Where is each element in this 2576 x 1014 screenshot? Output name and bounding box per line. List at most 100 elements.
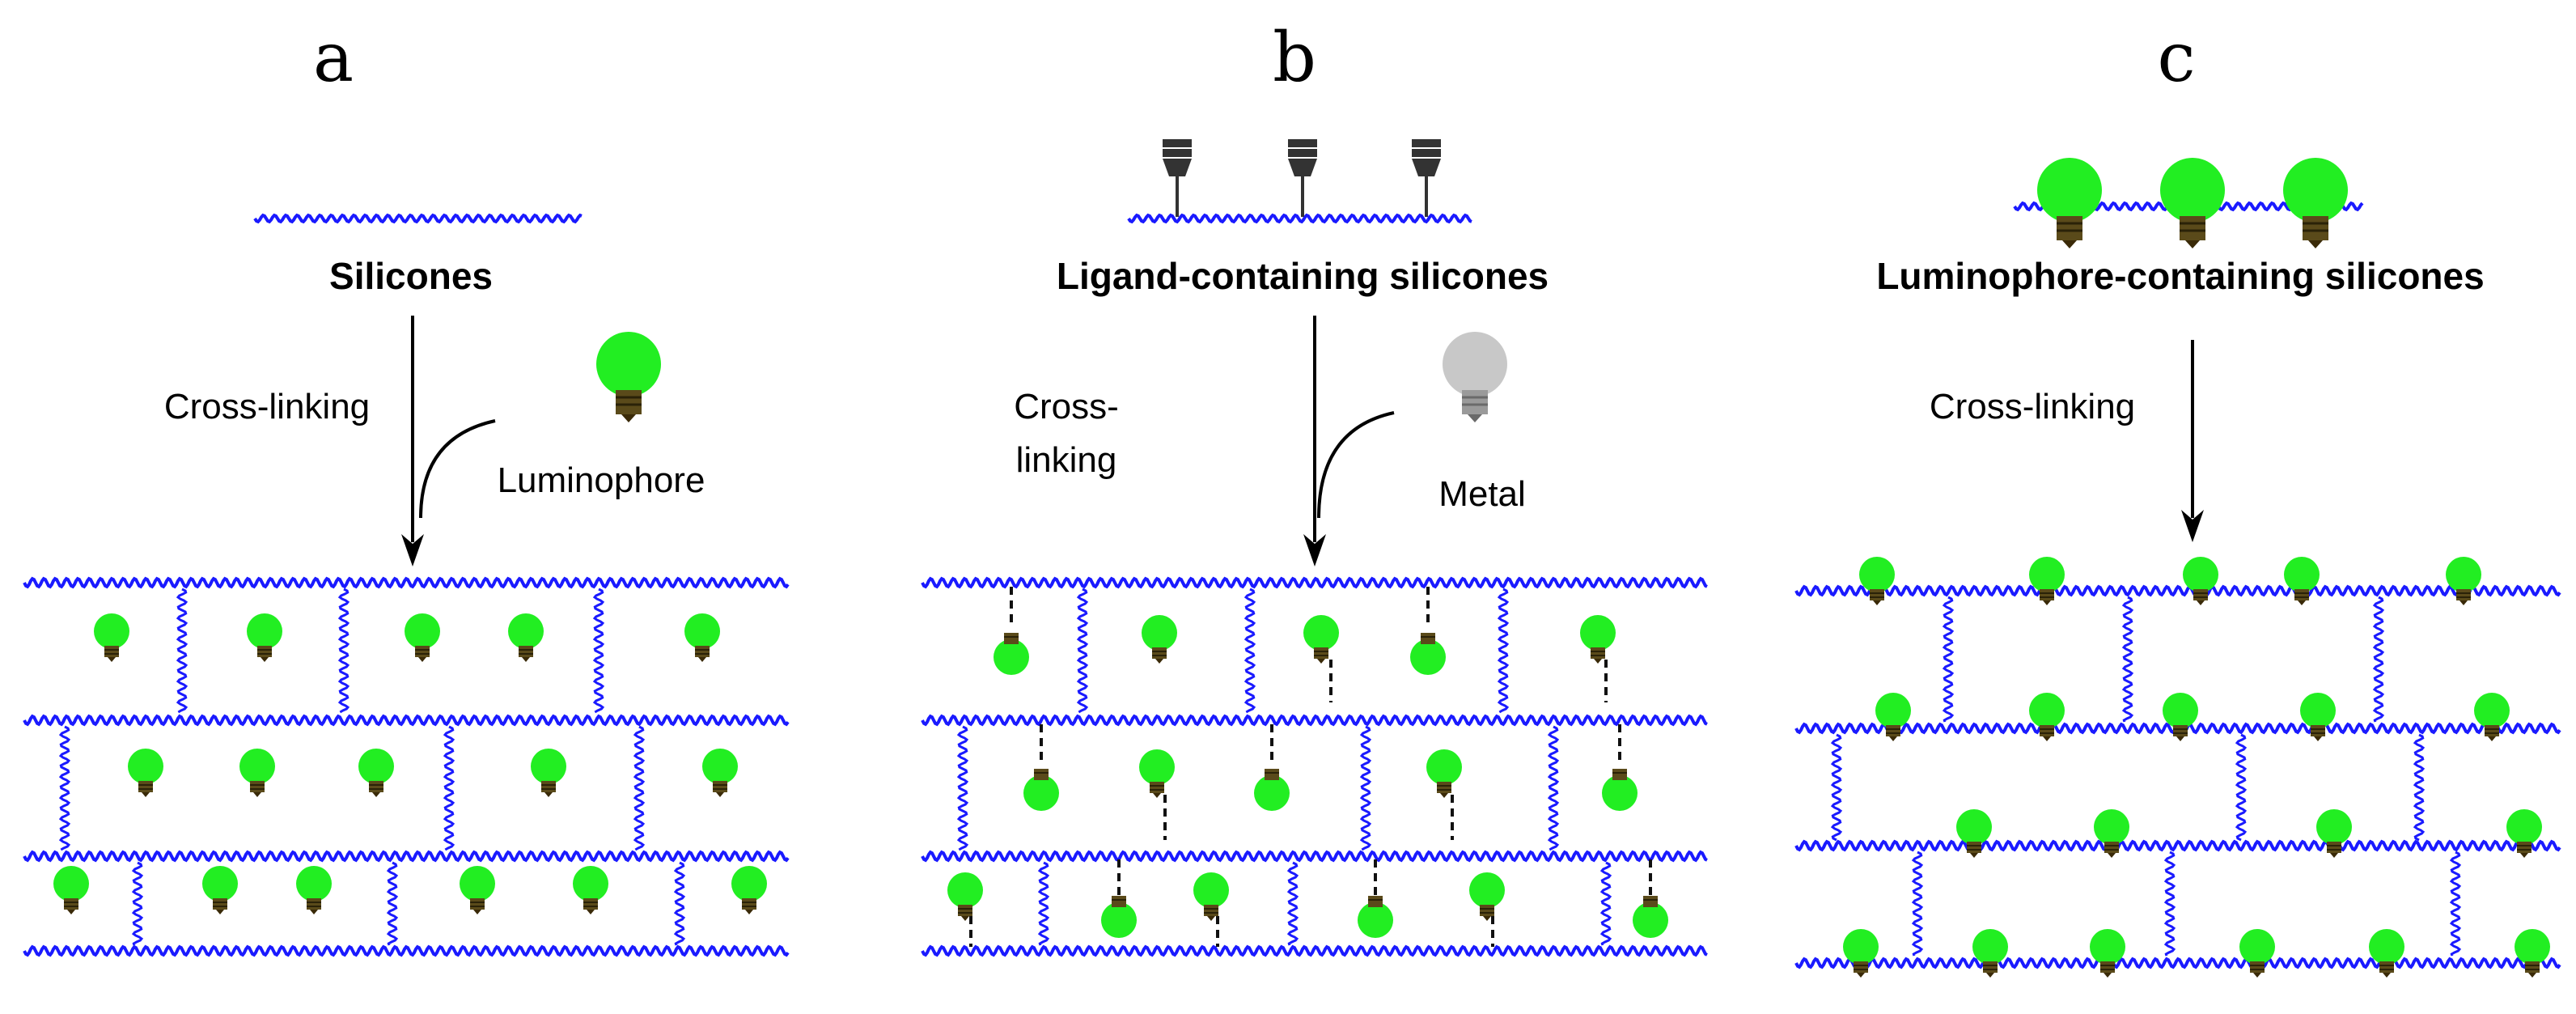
- cross-link: [2121, 596, 2134, 723]
- ligand-socket-icon: [1286, 138, 1319, 218]
- silicone-chain: [921, 576, 1708, 589]
- cross-link: [1497, 588, 1510, 714]
- light-bulb-icon: [1357, 895, 1394, 939]
- light-bulb-icon: [127, 748, 164, 798]
- silicone-chain: [921, 944, 1708, 957]
- light-bulb-icon: [1100, 895, 1138, 939]
- panel-letter-c: c: [2157, 18, 2195, 97]
- arrow-head: [1303, 534, 1326, 566]
- cross-link: [1547, 725, 1560, 851]
- light-bulb-icon: [1141, 614, 1178, 664]
- light-bulb-icon: [239, 748, 276, 798]
- ligand-socket-icon: [1161, 138, 1193, 218]
- silicone-chain: [1794, 839, 2561, 852]
- cross-linking-label: Cross-linking: [1930, 387, 2135, 426]
- light-bulb-icon: [404, 613, 441, 663]
- light-bulb-icon: [295, 865, 333, 915]
- cross-linking-label: Cross-linking: [164, 387, 370, 426]
- light-bulb-icon: [1875, 692, 1912, 742]
- light-bulb-icon: [1303, 614, 1340, 664]
- light-bulb-icon: [1253, 768, 1290, 812]
- cross-link: [1286, 861, 1299, 946]
- arrow-head: [2181, 510, 2204, 542]
- light-bulb-icon: [1468, 872, 1506, 922]
- cross-link: [2449, 851, 2462, 957]
- reagent-curve: [419, 419, 496, 519]
- light-bulb-icon: [2283, 556, 2320, 606]
- ligand-silicones-title: Ligand-containing silicones: [1057, 255, 1549, 297]
- light-bulb-icon: [459, 865, 496, 915]
- silicone-chain: [253, 213, 583, 224]
- luminophore-label: Luminophore: [498, 460, 705, 500]
- light-bulb-icon: [2162, 692, 2199, 742]
- light-bulb-icon: [53, 865, 90, 915]
- cross-link: [1599, 861, 1612, 946]
- cross-link: [1359, 725, 1372, 851]
- light-bulb-icon: [701, 748, 739, 798]
- cross-link: [1244, 588, 1256, 714]
- cross-link: [2235, 733, 2248, 842]
- silicone-chain: [23, 714, 790, 727]
- light-bulb-icon: [1972, 928, 2009, 978]
- silicone-chain: [23, 850, 790, 863]
- cross-link: [443, 725, 455, 851]
- light-bulb-icon: [2445, 556, 2482, 606]
- silicone-chain: [1794, 957, 2561, 969]
- light-bulb-icon: [2089, 928, 2126, 978]
- cross-link: [337, 588, 350, 714]
- cross-link: [1942, 596, 1955, 723]
- light-bulb-icon: [1426, 749, 1463, 799]
- light-bulb-icon: [1138, 749, 1176, 799]
- light-bulb-icon: [1601, 768, 1638, 812]
- light-bulb-icon: [358, 748, 395, 798]
- light-bulb-icon: [731, 865, 768, 915]
- silicone-chain: [921, 714, 1708, 727]
- light-bulb-icon: [1409, 632, 1447, 676]
- cross-link: [2163, 851, 2176, 957]
- light-bulb-icon: [201, 865, 239, 915]
- grey-light-bulb-icon: [1441, 330, 1509, 424]
- cross-link: [176, 588, 189, 714]
- cross-link: [1830, 733, 1843, 842]
- cross-link: [633, 725, 646, 851]
- cross-link: [131, 861, 144, 946]
- cross-link: [673, 861, 686, 946]
- light-bulb-icon: [530, 748, 567, 798]
- cross-link: [1076, 588, 1089, 714]
- panel-letter-b: b: [1273, 18, 1316, 97]
- ligand-socket-icon: [1410, 138, 1443, 218]
- light-bulb-icon: [2368, 928, 2405, 978]
- light-bulb-icon: [2159, 156, 2226, 250]
- light-bulb-icon: [1579, 614, 1616, 664]
- light-bulb-icon: [1955, 808, 1993, 859]
- cross-link: [592, 588, 605, 714]
- cross-link: [2413, 733, 2426, 842]
- cross-link: [386, 861, 399, 946]
- silicone-chain: [1794, 584, 2561, 597]
- light-bulb-icon: [2239, 928, 2276, 978]
- light-bulb-icon: [2182, 556, 2219, 606]
- light-bulb-icon: [993, 632, 1030, 676]
- light-bulb-icon: [684, 613, 721, 663]
- light-bulb-icon: [1842, 928, 1879, 978]
- light-bulb-icon: [572, 865, 609, 915]
- silicone-chain: [23, 944, 790, 957]
- light-bulb-icon: [1023, 768, 1060, 812]
- metal-label: Metal: [1438, 474, 1526, 514]
- reagent-curve: [1317, 411, 1395, 519]
- light-bulb-icon: [1193, 872, 1230, 922]
- cross-link: [1037, 861, 1050, 946]
- light-bulb-icon: [1858, 556, 1896, 606]
- light-bulb-icon: [2028, 692, 2065, 742]
- silicone-chain: [921, 850, 1708, 863]
- arrow-head: [401, 534, 424, 566]
- light-bulb-icon: [246, 613, 283, 663]
- light-bulb-icon: [2036, 156, 2104, 250]
- cross-link: [1911, 851, 1924, 957]
- cross-linking-label: linking: [1016, 440, 1117, 480]
- silicone-chain: [1127, 213, 1472, 224]
- light-bulb-icon: [93, 613, 130, 663]
- light-bulb-icon: [947, 872, 984, 922]
- light-bulb-icon: [2028, 556, 2065, 606]
